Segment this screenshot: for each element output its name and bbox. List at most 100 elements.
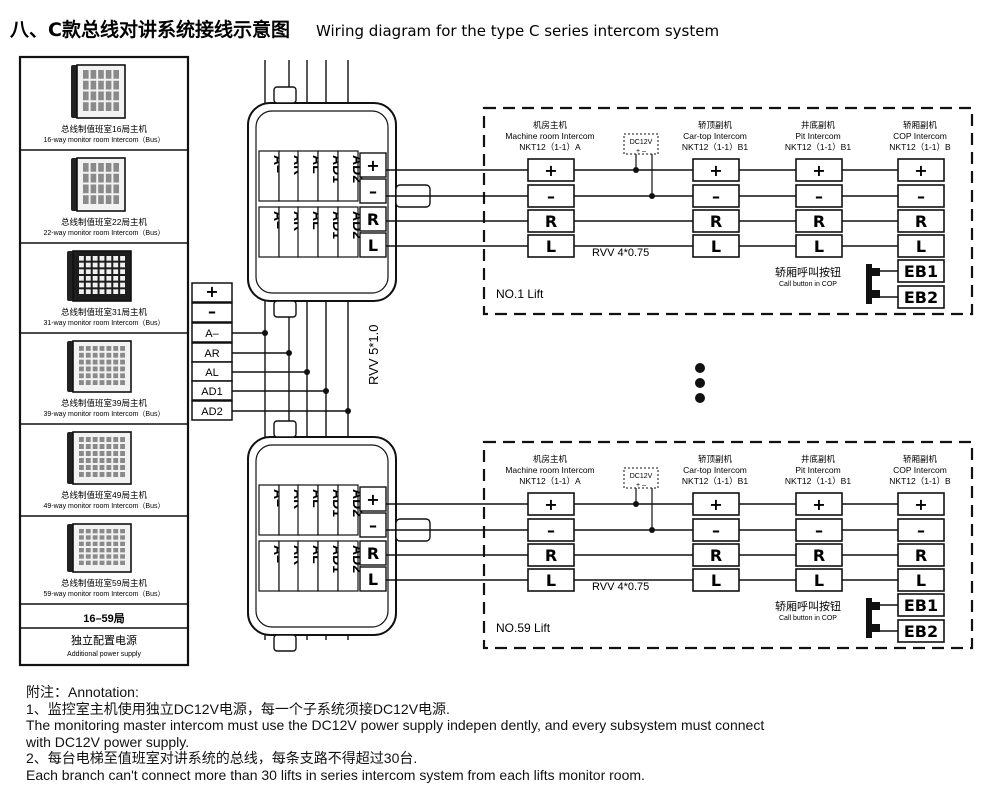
call-button-en: Call button in COP [779,615,837,622]
junction-dot [323,388,329,394]
key-icon [85,465,91,470]
key-icon [99,560,105,565]
key-icon [79,269,84,274]
unit-terminal-label: + [709,161,722,180]
unit-terminal-label: R [915,212,927,231]
key-icon [98,91,104,101]
key-icon [92,269,98,274]
key-icon [90,195,97,204]
key-icon [79,548,84,553]
jbox-line-terminal [359,206,387,232]
unit-terminal-label: L [814,571,824,590]
key-icon [106,380,112,385]
key-icon [92,346,98,351]
range-label: 16–59局 [83,612,125,625]
key-icon [120,437,125,442]
key-icon [83,102,89,111]
unit-terminal [897,492,945,516]
key-icon [113,289,119,294]
power-label-cn: 独立配置电源 [71,633,137,647]
key-icon [99,541,105,546]
bus-cable-label: RVV 5*1.0 [366,325,381,385]
key-icon [113,80,119,90]
unit-terminal [527,568,575,592]
monitor-label-en: 22-way monitor room Intercom（Bus） [44,229,165,237]
unit-terminal [897,209,945,233]
unit-terminal-label: L [711,571,721,590]
unit-terminal [692,158,740,182]
key-icon [106,535,112,540]
key-icon [113,437,119,442]
key-icon [83,80,89,90]
jbox-line-terminal [359,566,387,592]
unit-label-cn: 井底副机 [801,454,836,464]
unit-terminal [795,234,843,258]
key-icon [79,541,84,546]
unit-terminal-label: – [815,521,823,540]
key-icon [99,529,105,534]
annotation-line2-en: Each branch can't connect more than 30 l… [26,766,645,783]
key-icon [99,535,105,540]
unit-terminal-label: L [711,237,721,256]
jbox-line-label: + [366,156,379,175]
key-icon [79,276,84,281]
unit-terminal [692,209,740,233]
key-icon [113,269,119,274]
key-icon [85,472,91,477]
unit-terminal [795,158,843,182]
key-icon [106,366,112,372]
key-icon [99,262,105,268]
junction-dot [345,408,351,414]
key-icon [85,289,91,294]
unit-model: NKT12（1-1）B1 [785,142,851,152]
unit-terminal-label: L [546,571,556,590]
key-icon [85,437,91,442]
unit-terminal-label: R [545,546,557,565]
unit-terminal-label: + [544,495,557,514]
unit-terminal [692,518,740,542]
key-icon [85,535,91,540]
key-icon [98,195,104,204]
unit-terminal-label: – [712,521,720,540]
unit-terminal-label: + [709,495,722,514]
key-icon [79,472,84,477]
junction-dot [633,167,639,173]
key-icon [113,352,119,358]
jbox-line-terminal [359,152,387,178]
key-icon [113,91,119,101]
key-icon [113,359,119,365]
power-label-en: Additional power supply [67,651,141,658]
unit-terminal [692,492,740,516]
key-icon [85,380,91,385]
key-icon [120,373,125,379]
key-icon [90,91,97,101]
key-icon [113,560,119,565]
key-icon [99,554,105,559]
key-icon [79,373,84,379]
key-icon [105,70,112,79]
bus-terminal [191,302,233,323]
unit-label-cn: 机房主机 [533,454,568,464]
junction-dot [633,501,639,507]
key-icon [90,102,97,111]
key-icon [113,256,119,261]
unit-label-cn: 轿厢副机 [903,454,938,464]
key-icon [99,366,105,372]
key-icon [106,437,112,442]
key-icon [105,80,112,90]
key-icon [113,262,119,268]
key-icon [85,346,91,351]
unit-terminal [527,543,575,567]
key-icon [79,535,84,540]
unit-label-en: COP Intercom [893,131,947,141]
key-icon [92,472,98,477]
call-button-contact [872,624,880,632]
key-icon [106,289,112,294]
key-icon [106,346,112,351]
call-button-icon [866,598,872,638]
key-icon [120,554,125,559]
monitor-label-cn: 总线制值班室31局主机 [61,307,147,317]
dc-polarity: + – [636,148,646,155]
